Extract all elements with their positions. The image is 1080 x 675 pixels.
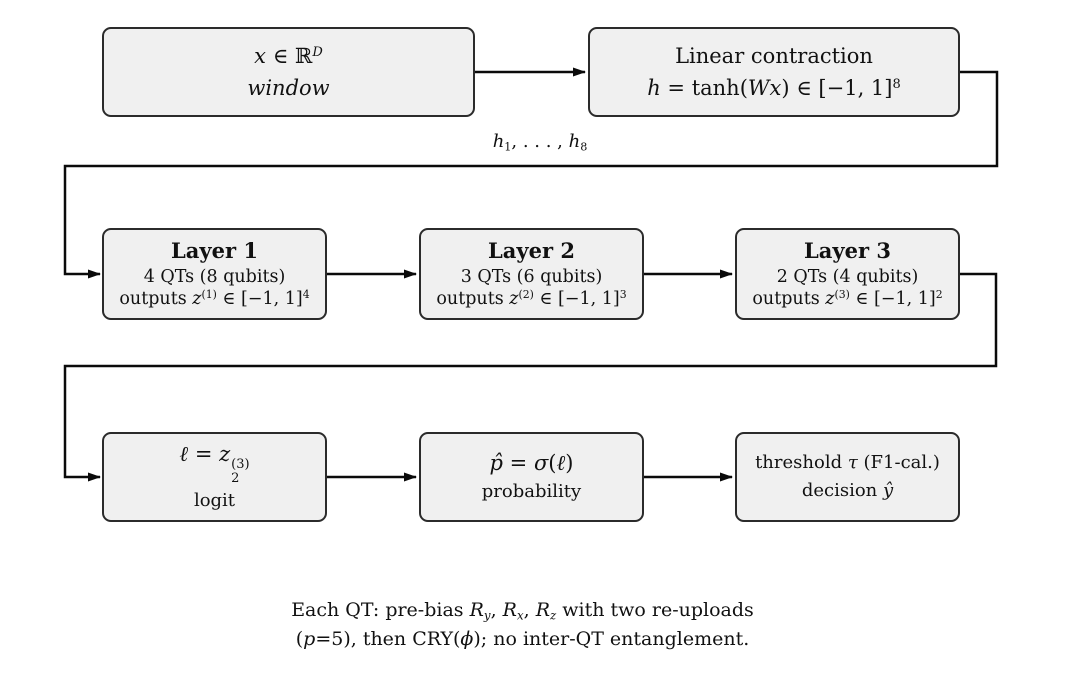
node-decision: threshold τ (F1-cal.) decision ŷ bbox=[735, 432, 960, 522]
layer3-title: Layer 3 bbox=[804, 237, 891, 263]
node-layer-1: Layer 1 4 QTs (8 qubits) outputs z(1) ∈ … bbox=[102, 228, 327, 320]
input-formula: x ∈ ℝD bbox=[254, 44, 323, 69]
caption-line-2: (p=5), then CRY(ϕ); no inter-QT entangle… bbox=[295, 628, 750, 650]
input-label: window bbox=[247, 75, 330, 100]
probability-formula: p̂ = σ(ℓ) bbox=[489, 451, 574, 476]
probability-label: probability bbox=[481, 481, 582, 503]
node-input-window: x ∈ ℝD window bbox=[102, 27, 475, 117]
node-probability: p̂ = σ(ℓ) probability bbox=[419, 432, 644, 522]
caption-line-1: Each QT: pre-bias Ry, Rx, Rz with two re… bbox=[291, 599, 754, 623]
node-logit: ℓ = z(3)2 logit bbox=[102, 432, 327, 522]
layer1-title: Layer 1 bbox=[171, 237, 258, 263]
layer1-outputs: outputs z(1) ∈ [−1, 1]4 bbox=[119, 288, 310, 310]
layer3-outputs: outputs z(3) ∈ [−1, 1]2 bbox=[752, 288, 943, 310]
node-layer-2: Layer 2 3 QTs (6 qubits) outputs z(2) ∈ … bbox=[419, 228, 644, 320]
logit-label: logit bbox=[193, 490, 236, 512]
layer1-detail: 4 QTs (8 qubits) bbox=[143, 266, 286, 287]
edge-label-h1-h8: h1, . . . , h8 bbox=[492, 131, 588, 154]
decision-threshold-line: threshold τ (F1-cal.) bbox=[755, 452, 940, 473]
layer2-detail: 3 QTs (6 qubits) bbox=[460, 266, 603, 287]
node-layer-3: Layer 3 2 QTs (4 qubits) outputs z(3) ∈ … bbox=[735, 228, 960, 320]
logit-formula: ℓ = z(3)2 bbox=[179, 442, 250, 486]
layer3-detail: 2 QTs (4 qubits) bbox=[776, 266, 919, 287]
contraction-formula: h = tanh(Wx) ∈ [−1, 1]8 bbox=[647, 75, 901, 100]
node-linear-contraction: Linear contraction h = tanh(Wx) ∈ [−1, 1… bbox=[588, 27, 960, 117]
figure-caption: Each QT: pre-bias Ry, Rx, Rz with two re… bbox=[0, 596, 1045, 654]
decision-output-line: decision ŷ bbox=[801, 479, 894, 501]
layer2-outputs: outputs z(2) ∈ [−1, 1]3 bbox=[436, 288, 627, 310]
contraction-title: Linear contraction bbox=[675, 44, 873, 69]
layer2-title: Layer 2 bbox=[488, 237, 575, 263]
